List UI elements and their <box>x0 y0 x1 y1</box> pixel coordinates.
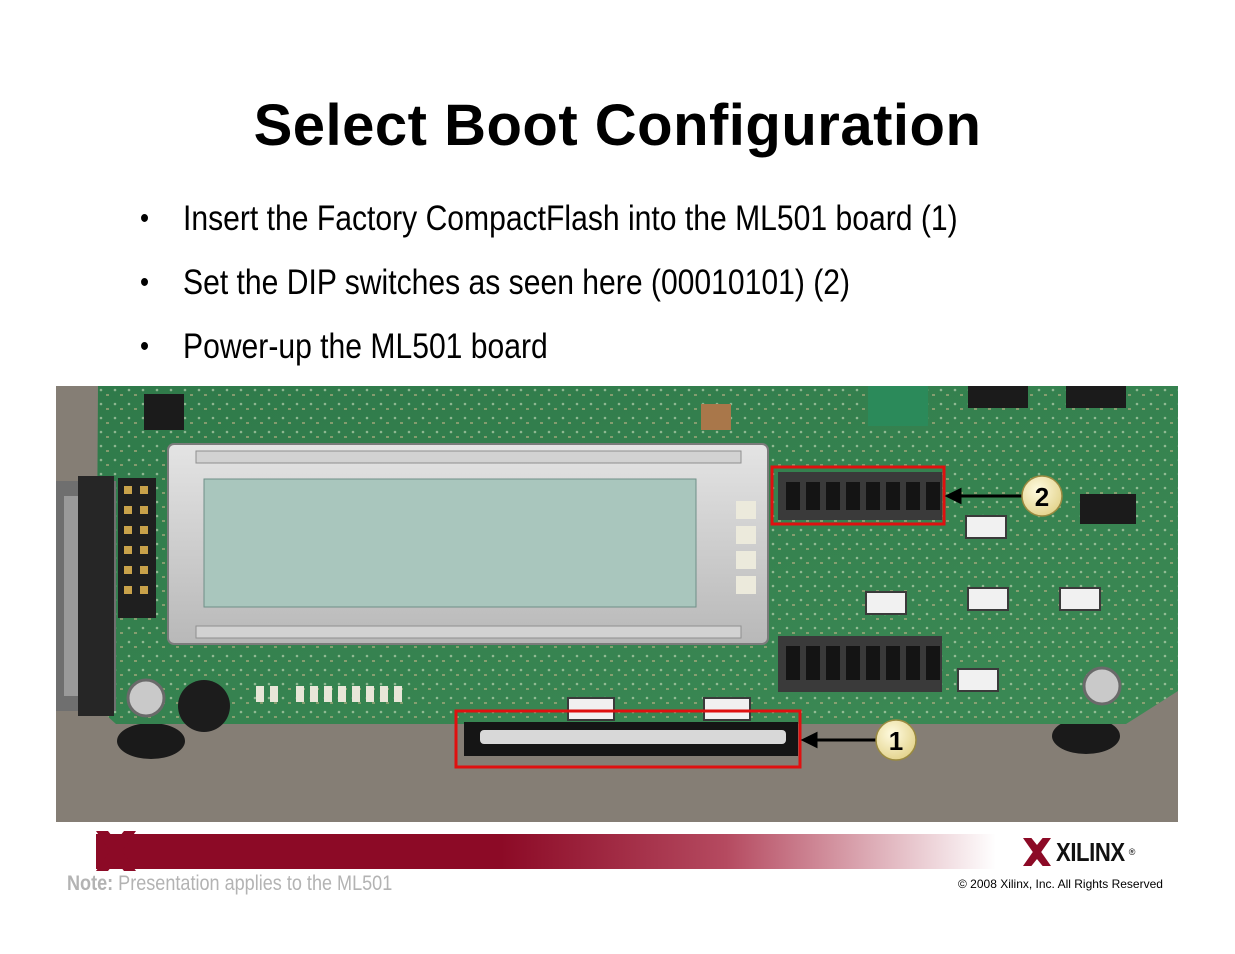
bullet-list: • Insert the Factory CompactFlash into t… <box>140 196 1091 388</box>
callout-1: 1 <box>875 719 917 761</box>
compactflash-slot <box>464 722 798 756</box>
registered-mark: ® <box>1128 847 1136 857</box>
screw <box>126 678 166 718</box>
callout-2: 2 <box>1021 475 1063 517</box>
dip-switches <box>778 472 942 520</box>
slide-title: Select Boot Configuration <box>253 93 982 158</box>
xilinx-logo: XILINX® <box>1022 836 1135 868</box>
copyright: © 2008 Xilinx, Inc. All Rights Reserved <box>958 877 1163 891</box>
bullet-text: Insert the Factory CompactFlash into the… <box>183 199 958 238</box>
screw <box>1082 666 1122 706</box>
footer-x-mark-icon <box>96 831 136 871</box>
xilinx-x-logo-icon <box>1023 838 1051 866</box>
highlight-box-dip <box>770 465 946 526</box>
ic-chip <box>1080 494 1136 524</box>
bullet-item: • Insert the Factory CompactFlash into t… <box>140 196 958 260</box>
bullet-glyph: • <box>140 330 150 363</box>
rubber-foot <box>1052 718 1120 754</box>
pin-header <box>118 478 156 618</box>
dip-switches-secondary <box>778 636 942 692</box>
bullet-glyph: • <box>140 202 150 235</box>
callout-label: 1 <box>889 726 903 756</box>
board-illustration: 2 1 <box>56 386 1178 822</box>
footer-bar <box>96 834 996 869</box>
potentiometer <box>178 680 230 732</box>
bullet-text: Power-up the ML501 board <box>183 327 548 366</box>
logo-text: XILINX <box>1056 836 1125 867</box>
bullet-item: • Set the DIP switches as seen here (000… <box>140 260 958 324</box>
note-text: Presentation applies to the ML501 <box>113 872 393 895</box>
highlight-box-cf <box>454 709 802 769</box>
callout-arrows <box>800 487 1022 749</box>
bullet-text: Set the DIP switches as seen here (00010… <box>183 263 851 302</box>
board-photo: 2 1 <box>56 386 1178 822</box>
module <box>868 386 928 426</box>
note-label: Note: <box>67 872 114 895</box>
bullet-glyph: • <box>140 266 150 299</box>
footer-note: Note: Presentation applies to the ML501 <box>67 872 392 896</box>
push-buttons <box>567 515 1101 721</box>
bullet-item: • Power-up the ML501 board <box>140 324 958 388</box>
capacitor <box>701 404 731 430</box>
callout-label: 2 <box>1035 482 1049 512</box>
lcd-display <box>167 443 769 645</box>
rubber-foot <box>117 723 185 759</box>
ic-chip <box>144 394 184 430</box>
